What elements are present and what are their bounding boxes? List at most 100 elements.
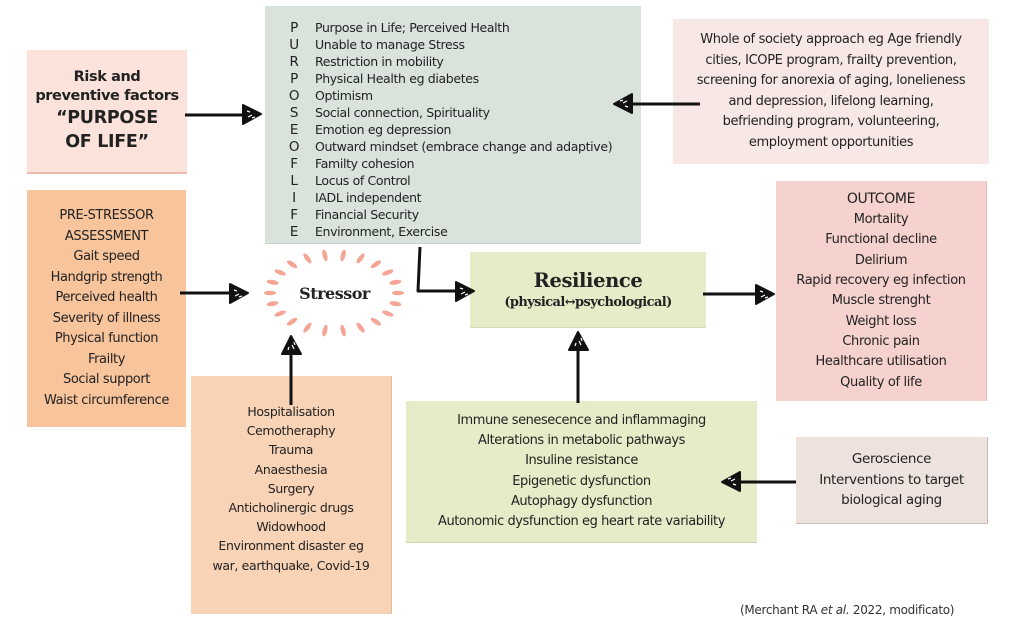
citation-prefix: (Merchant RA (740, 603, 821, 617)
purpose-item-text: Restriction in mobility (315, 54, 444, 69)
resilience-subtitle: (physical↔psychological) (504, 294, 672, 312)
society-line: screening for anorexia of aging, lonelie… (696, 73, 966, 88)
resilience-subtitle-psychological: psychological) (575, 294, 672, 310)
citation: (Merchant RA et al. 2022, modificato) (740, 603, 1000, 617)
pre-stressor-item: Gait speed (73, 249, 140, 264)
pre-stressor-item: Handgrip strength (50, 269, 163, 285)
burst-dash (392, 290, 404, 296)
purpose-item-text: Locus of Control (315, 173, 411, 188)
burst-dash (389, 301, 402, 307)
stressor-item: Trauma (268, 442, 314, 458)
purpose-item: P Physical Health eg diabetes (265, 70, 641, 87)
stressor-item: Anaesthesia (254, 461, 328, 477)
acrostic-letter: O (288, 87, 300, 104)
geroscience-line-2: biological aging (841, 492, 942, 509)
burst-dash (382, 269, 394, 276)
outcome-item: Weight loss (845, 313, 917, 329)
burst-dash (274, 310, 286, 317)
biology-item: Autonomic dysfunction eg heart rate vari… (438, 514, 725, 530)
risk-factors-line-4: OF LIFE” (65, 132, 149, 152)
risk-factors-line-1: Risk and (73, 69, 141, 85)
acrostic-letter: F (290, 206, 298, 223)
risk-factors-box: Risk and preventive factors “PURPOSE OF … (27, 50, 187, 174)
arrow-purpose-to-resilience (416, 246, 475, 302)
purpose-item-text: Emotion eg depression (315, 122, 452, 137)
purpose-item: L Locus of Control (265, 172, 641, 189)
purpose-item: E Emotion eg depression (265, 121, 641, 138)
society-line: Whole of society approach eg Age friendl… (700, 32, 962, 47)
stressor-label: Stressor (299, 283, 370, 303)
outcome-item: Quality of life (840, 374, 922, 390)
biology-item: Immune senesecence and inflammaging (457, 412, 706, 428)
acrostic-letter: P (290, 70, 298, 87)
stressor-item: Cemotheraphy (246, 423, 336, 439)
society-approach-box: Whole of society approach eg Age friendl… (673, 19, 989, 164)
acrostic-letter: E (289, 121, 299, 138)
burst-dash (303, 253, 312, 264)
arrowhead-icon (229, 283, 249, 304)
burst-dash (303, 322, 312, 333)
purpose-item: O Optimism (265, 87, 641, 104)
acrostic-letter: P (290, 19, 298, 36)
pre-stressor-item: Social support (63, 372, 150, 387)
burst-dash (370, 317, 382, 326)
arrow-risk-to-purpose (185, 104, 262, 125)
pre-stressor-heading-2: ASSESSMENT (64, 228, 149, 244)
pre-stressor-item: Severity of illness (52, 310, 161, 326)
acrostic-letter: I (292, 189, 296, 206)
stressor-item: war, earthquake, Covid-19 (212, 557, 370, 573)
burst-dash (370, 260, 382, 269)
society-line: employment opportunities (748, 134, 914, 150)
stressor-item: Hospitalisation (247, 404, 335, 419)
burst-dash (382, 310, 394, 317)
outcome-item: Chronic pain (842, 333, 920, 349)
purpose-item-text: Physical Health eg diabetes (315, 71, 479, 86)
pre-stressor-item: Perceived health (55, 290, 158, 305)
arrow-prestressor-to-stressor (180, 283, 249, 304)
burst-dash (322, 324, 328, 337)
burst-dash (286, 317, 298, 326)
biology-item: Insuline resistance (525, 453, 638, 469)
society-line: befriending program, volunteering, (722, 114, 940, 129)
pre-stressor-heading-1: PRE-STRESSOR (59, 208, 154, 223)
burst-dash (266, 301, 279, 307)
purpose-item-text: Unable to manage Stress (315, 37, 465, 52)
biology-item: Epigenetic dysfunction (512, 473, 651, 489)
purpose-item-text: Outward mindset (embrace change and adap… (315, 139, 613, 154)
burst-dash (274, 269, 286, 276)
outcome-heading: OUTCOME (846, 191, 916, 208)
outcome-item: Delirium (854, 252, 908, 268)
biological-mechanisms-box: Immune senesecence and inflammaging Alte… (406, 401, 757, 543)
geroscience-line-1: Interventions to target (819, 471, 964, 488)
purpose-item-text: Familty cohesion (315, 156, 415, 171)
risk-factors-line-3: “PURPOSE (56, 108, 158, 128)
outcome-item: Functional decline (825, 232, 937, 248)
burst-dash (264, 290, 276, 296)
burst-dash (266, 279, 279, 285)
outcome-item: Healthcare utilisation (815, 354, 947, 370)
outcome-item: Rapid recovery eg infection (796, 273, 966, 289)
acrostic-letter: S (289, 104, 299, 121)
citation-et-al: et al. (820, 603, 850, 617)
burst-dash (340, 249, 346, 262)
arrow-biology-to-resilience (568, 331, 589, 403)
burst-dash (356, 322, 365, 333)
stressors-list-box: Hospitalisation Cemotheraphy Trauma Anae… (191, 376, 392, 614)
arrowhead-icon (242, 104, 262, 125)
society-line: cities, ICOPE program, frailty preventio… (705, 52, 957, 68)
outcome-item: Mortality (853, 212, 909, 228)
burst-dash (322, 249, 328, 262)
arrowhead-icon (281, 335, 302, 355)
purpose-item-text: Optimism (315, 88, 373, 103)
acrostic-letter: L (290, 172, 298, 189)
biology-item: Alterations in metabolic pathways (478, 432, 685, 448)
purpose-item-text: Environment, Exercise (315, 224, 448, 239)
resilience-title: Resilience (533, 268, 643, 292)
